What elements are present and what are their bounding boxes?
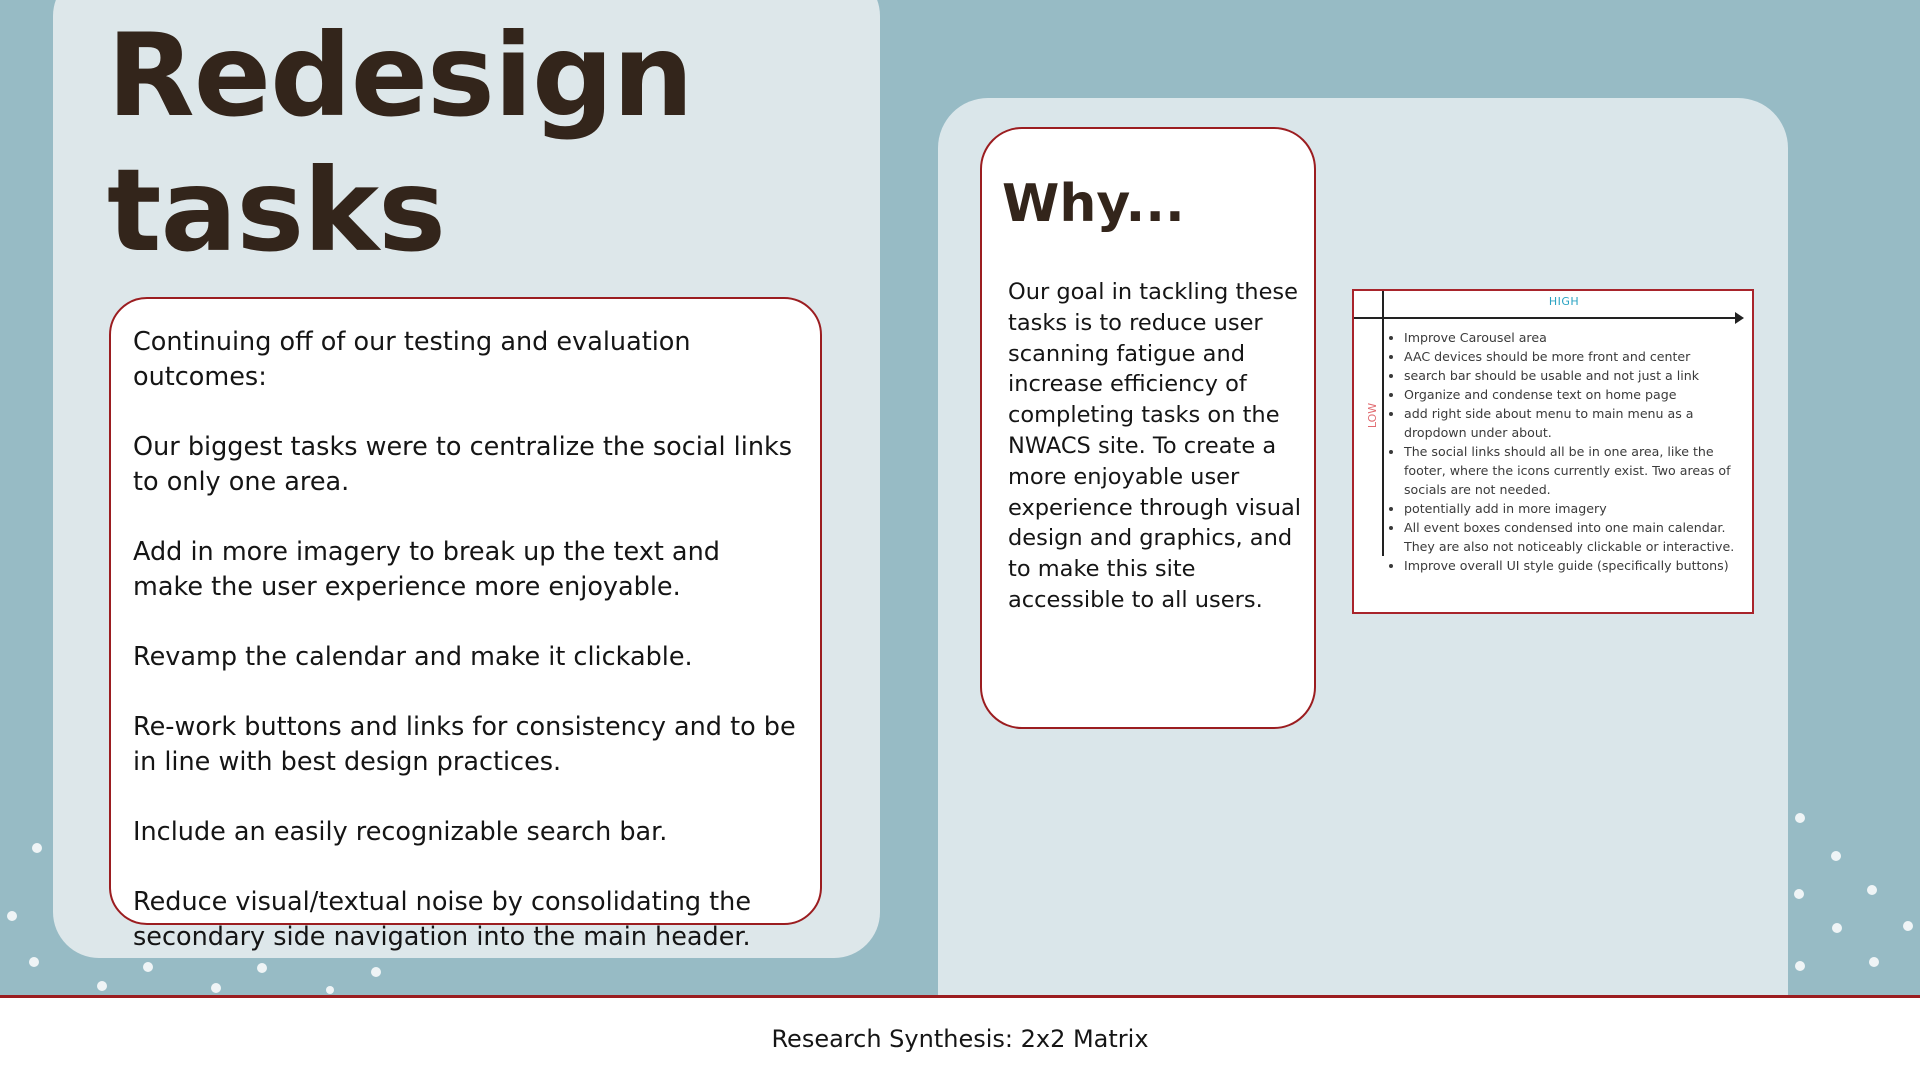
task-item: Add in more imagery to break up the text… <box>133 537 720 602</box>
footer-text: Research Synthesis: 2x2 Matrix <box>771 1025 1149 1053</box>
matrix-item: Improve Carousel area <box>1404 328 1749 347</box>
why-card: Why... Our goal in tackling these tasks … <box>980 127 1316 729</box>
matrix-2x2: HIGH LOW Improve Carousel area AAC devic… <box>1352 289 1754 614</box>
matrix-item: All event boxes condensed into one main … <box>1404 518 1749 556</box>
matrix-item: Organize and condense text on home page <box>1404 385 1749 404</box>
why-text: Our goal in tackling these tasks is to r… <box>1008 279 1302 613</box>
title-line-2: tasks <box>107 144 446 277</box>
task-item: Our biggest tasks were to centralize the… <box>133 432 793 497</box>
title-line-1: Redesign <box>107 9 694 142</box>
matrix-list: Improve Carousel area AAC devices should… <box>1384 328 1749 575</box>
task-intro: Continuing off of our testing and evalua… <box>133 327 691 392</box>
task-item: Reduce visual/textual noise by consolida… <box>133 887 752 952</box>
why-title: Why... <box>1002 174 1185 234</box>
footer-bar: Research Synthesis: 2x2 Matrix <box>0 995 1920 1083</box>
arrow-right-icon <box>1735 312 1744 324</box>
matrix-item: Improve overall UI style guide (specific… <box>1404 556 1749 575</box>
task-item: Re-work buttons and links for consistenc… <box>133 712 796 777</box>
matrix-item: potentially add in more imagery <box>1404 499 1749 518</box>
matrix-item: add right side about menu to main menu a… <box>1404 404 1749 442</box>
matrix-item: AAC devices should be more front and cen… <box>1404 347 1749 366</box>
matrix-item: search bar should be usable and not just… <box>1404 366 1749 385</box>
matrix-item: The social links should all be in one ar… <box>1404 442 1749 499</box>
tasks-card: Continuing off of our testing and evalua… <box>109 297 822 952</box>
matrix-low-label: LOW <box>1366 402 1380 429</box>
matrix-high-label: HIGH <box>1548 295 1580 308</box>
task-item: Revamp the calendar and make it clickabl… <box>133 642 693 672</box>
slide-title: Redesign tasks <box>107 8 694 278</box>
matrix-x-axis <box>1354 317 1742 319</box>
task-item: Include an easily recognizable search ba… <box>133 817 668 847</box>
matrix-y-axis <box>1382 291 1384 556</box>
